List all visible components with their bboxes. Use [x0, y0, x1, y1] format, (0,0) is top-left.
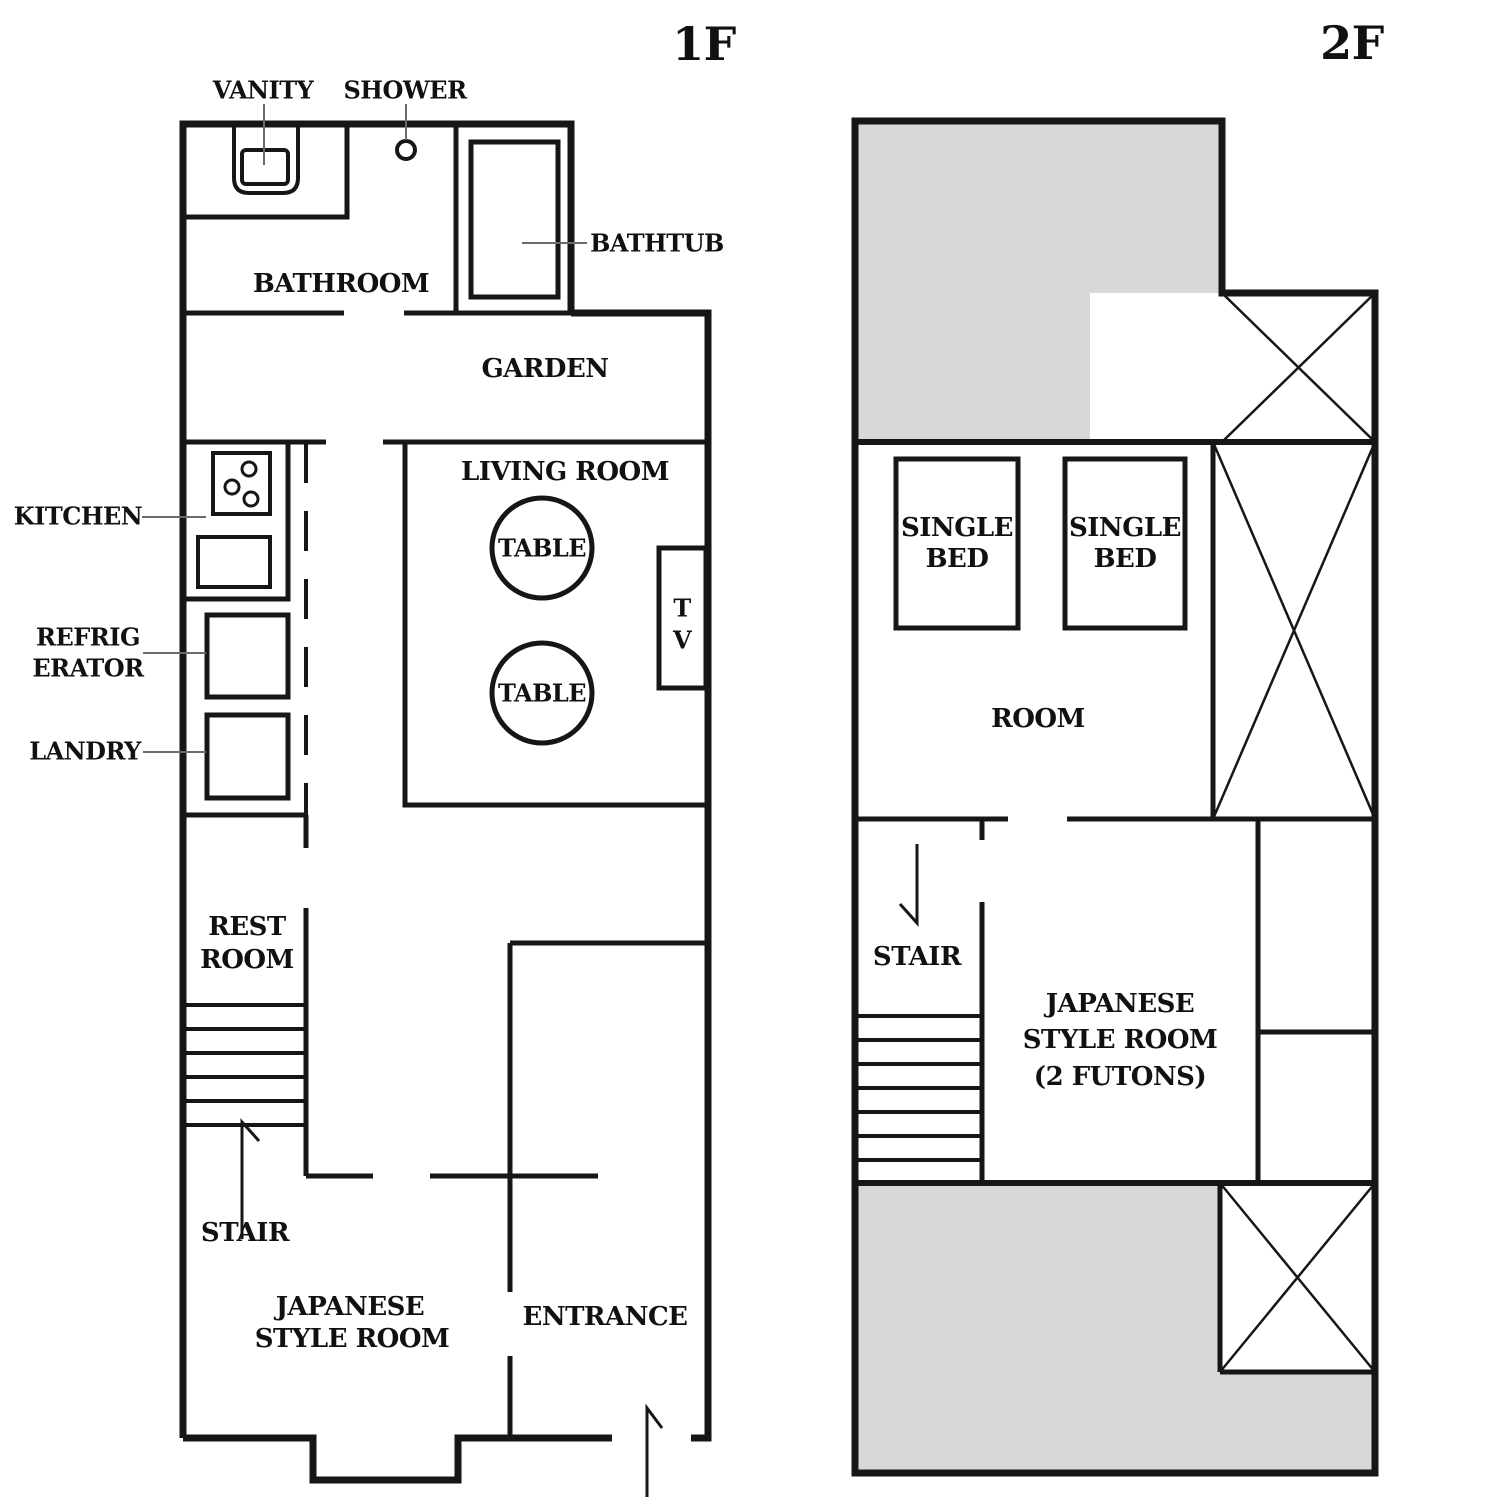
label-tv-t: T — [673, 594, 691, 623]
wall-1f-kitchen-counter — [183, 442, 291, 602]
label-room: ROOM — [991, 704, 1085, 734]
label-bed1-line2: BED — [926, 544, 989, 574]
stove-burner-2 — [223, 478, 241, 496]
label-restroom-line1: REST — [208, 912, 287, 942]
vanity-unit — [232, 124, 300, 195]
label-japanese-room-2f-line1: JAPANESE — [1044, 989, 1194, 1019]
label-japanese-room-1f-line2: STYLE ROOM — [255, 1324, 450, 1354]
wall-1f-vanity-room — [183, 124, 350, 220]
balcony-bottom-x-diagonal — [1219, 1182, 1376, 1373]
table-top-circle — [489, 495, 595, 601]
label-kitchen: KITCHEN — [14, 502, 142, 531]
label-entrance: ENTRANCE — [523, 1302, 688, 1332]
label-refrigerator-line1: REFRIG — [36, 623, 140, 652]
label-stair-2f: STAIR — [873, 942, 962, 972]
floor-2f-title: 2F — [1320, 16, 1385, 70]
label-bathtub: BATHTUB — [590, 229, 724, 258]
closet-tall-x-diagonal — [1211, 441, 1377, 820]
floor-1f-title: 1F — [672, 17, 737, 71]
wall-1f-outer-right — [571, 309, 712, 1442]
wall-1f-outer-left-top — [179, 120, 575, 1438]
stairs-1f — [183, 1003, 306, 1127]
stairs-2f — [855, 1014, 982, 1162]
entrance-door-mark — [645, 1403, 664, 1497]
floor-2f: 2F — [851, 16, 1385, 1477]
stove-burner-1 — [240, 460, 258, 478]
refrigerator — [204, 612, 291, 700]
table-bottom-circle — [489, 640, 595, 746]
label-bed1-line1: SINGLE — [901, 513, 1013, 543]
single-bed-1 — [893, 456, 1021, 631]
label-shower: SHOWER — [343, 76, 468, 105]
label-tv-v: V — [672, 626, 692, 655]
tv-cabinet — [656, 545, 709, 691]
wall-1f-living-room — [402, 442, 708, 808]
laundry-machine — [204, 712, 291, 801]
label-landry: LANDRY — [29, 737, 142, 766]
label-restroom-line2: ROOM — [200, 945, 294, 975]
roof-area-top — [855, 121, 1222, 442]
bathtub — [468, 139, 561, 300]
label-stair-1f: STAIR — [201, 1218, 290, 1248]
label-table-top: TABLE — [498, 534, 586, 563]
label-refrigerator-line2: ERATOR — [32, 654, 145, 683]
label-bed2-line1: SINGLE — [1069, 513, 1181, 543]
stove-burner-3 — [242, 490, 260, 508]
label-vanity: VANITY — [212, 76, 315, 105]
balcony-top-x-diagonal — [1221, 292, 1376, 443]
floor-1f: 1F — [14, 17, 737, 1497]
stair-direction-arrow-1f — [240, 1118, 261, 1239]
label-bathroom: BATHROOM — [253, 269, 429, 299]
single-bed-2 — [1062, 456, 1188, 631]
label-japanese-room-2f-line2: STYLE ROOM — [1023, 1025, 1218, 1055]
label-living-room: LIVING ROOM — [461, 457, 669, 487]
label-table-bottom: TABLE — [498, 679, 586, 708]
wall-1f-outer-bottom-notch — [183, 1434, 612, 1484]
shower-head — [395, 139, 417, 161]
label-bed2-line2: BED — [1094, 544, 1157, 574]
label-garden: GARDEN — [481, 354, 608, 384]
kitchen-sink — [196, 535, 272, 589]
stove — [211, 451, 272, 516]
label-japanese-room-1f-line1: JAPANESE — [274, 1292, 424, 1322]
stair-direction-arrow-2f — [898, 844, 919, 927]
label-japanese-room-2f-line3: (2 FUTONS) — [1034, 1062, 1206, 1092]
